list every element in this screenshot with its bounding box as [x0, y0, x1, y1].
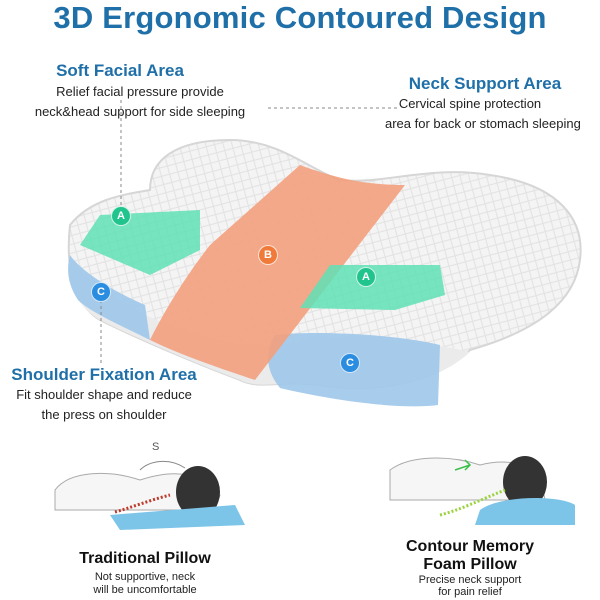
contour-pillow-title-2: Foam Pillow — [423, 556, 517, 573]
traditional-pillow-desc-1: Not supportive, neck — [94, 571, 196, 583]
traditional-pillow-desc-2: will be uncomfortable — [93, 584, 197, 596]
zone-a-right — [300, 265, 445, 310]
neck-support-desc-2: area for back or stomach sleeping — [385, 116, 581, 131]
shoulder-desc-1: Fit shoulder shape and reduce — [16, 387, 192, 402]
contour-pillow-desc-1: Precise neck support — [418, 574, 522, 586]
soft-facial-desc-1: Relief facial pressure provide — [56, 84, 224, 99]
zone-c-badge: C — [340, 353, 360, 373]
shoulder-title: Shoulder Fixation Area — [11, 365, 197, 384]
zone-a-badge: A — [111, 206, 131, 226]
soft-facial-desc-2: neck&head support for side sleeping — [34, 104, 246, 119]
contour-pillow-title-1: Contour Memory — [406, 538, 534, 555]
zone-a-left — [80, 210, 200, 275]
soft-facial-title: Soft Facial Area — [56, 61, 184, 80]
zone-b — [150, 165, 405, 380]
traditional-pillow-illustration: S — [54, 441, 245, 530]
shoulder-desc-2: the press on shoulder — [41, 407, 167, 422]
zone-a-badge: A — [356, 267, 376, 287]
contour-pillow-illustration — [389, 456, 575, 525]
neck-support-desc-1: Cervical spine protection — [398, 96, 542, 111]
zone-c-badge: C — [91, 282, 111, 302]
traditional-pillow-title: Traditional Pillow — [79, 550, 211, 567]
contour-pillow-desc-2: for pain relief — [438, 586, 502, 598]
neck-support-title: Neck Support Area — [408, 74, 562, 93]
zone-b-badge: B — [258, 245, 278, 265]
svg-text:S: S — [152, 441, 159, 453]
page-title: 3D Ergonomic Contoured Design — [53, 0, 547, 35]
